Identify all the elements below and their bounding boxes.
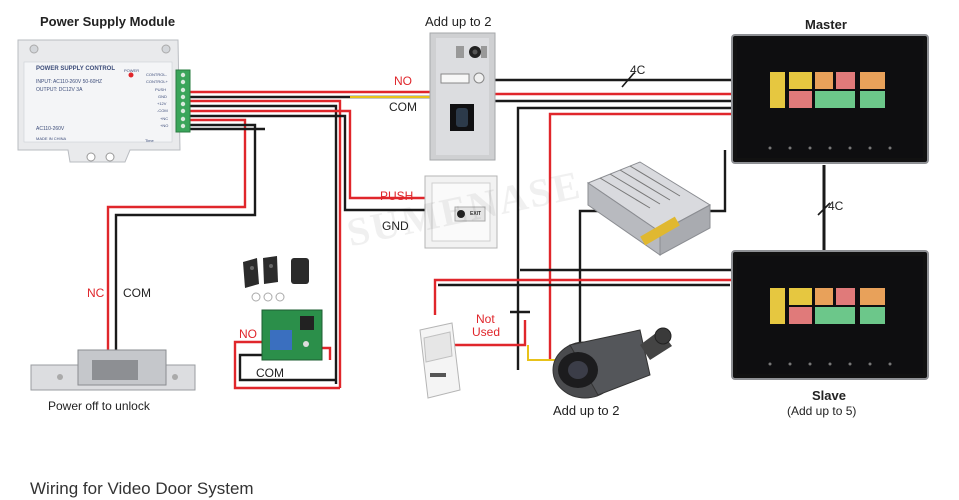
psu-time-label: Time [145, 138, 154, 143]
wire-red-pir [433, 278, 735, 315]
wire-red-relay-no [233, 340, 340, 390]
pir-sensor [419, 322, 461, 399]
wire-label-nc: NC [87, 286, 105, 300]
power-supply-module [17, 39, 191, 163]
psu-terminal-3: GND [158, 94, 167, 99]
door-station [429, 32, 496, 161]
psu-made: MADE IN CHINA [36, 136, 67, 141]
wire-label-gnd: GND [382, 219, 409, 233]
wire-label-not: Not [476, 312, 495, 326]
wire-label-com-relay: COM [256, 366, 284, 380]
wire-black-relay-com [238, 353, 336, 382]
electric-strike-lock [30, 349, 196, 391]
exit-button-text: EXIT [470, 211, 482, 217]
psu-input: INPUT: AC110-260V 50-60HZ [36, 79, 103, 85]
wire-red-psu-3 [190, 109, 428, 200]
diagram-caption: Wiring for Video Door System [30, 479, 254, 498]
psu-model: AC110-260V [36, 126, 65, 132]
wire-label-4c-mid: 4C [828, 199, 844, 213]
psu-terminal-4: +12V [157, 101, 167, 106]
psu-power-label: POWER [124, 68, 140, 73]
remote-controls [243, 256, 309, 302]
slash-4c-top [621, 72, 635, 88]
psu-terminal-0: CONTROL- [146, 72, 167, 77]
wire-label-4c-top: 4C [630, 63, 646, 77]
wire-black-lock [114, 123, 257, 350]
power-supply-module-label: Power Supply Module [40, 14, 176, 29]
power-off-to-unlock-label: Power off to unlock [48, 399, 150, 413]
slave-monitor [731, 250, 929, 380]
wire-label-com-top: COM [389, 100, 417, 114]
wire-black-psu-3 [190, 114, 428, 212]
add-up-to-2-station-label: Add up to 2 [425, 14, 492, 29]
add-up-to-2-camera-label: Add up to 2 [553, 403, 620, 418]
psu-terminal-1: CONTROL+ [146, 79, 168, 84]
slash-4c-mid [817, 202, 831, 216]
psu-terminal-6: +NC [160, 116, 169, 121]
wire-black-psu-2 [190, 104, 338, 384]
psu-terminal-5: -COM [157, 108, 168, 113]
wire-red-lock [106, 118, 247, 350]
master-label: Master [805, 17, 847, 32]
psu-title: POWER SUPPLY CONTROL [36, 66, 116, 72]
wire-red-relay-right [320, 346, 332, 360]
wire-label-com-lock: COM [123, 286, 151, 300]
wire-red-psu-2 [190, 99, 342, 388]
wire-label-no-relay: NO [239, 327, 257, 341]
psu-terminal-2: PUSH [155, 87, 167, 92]
slave-label: Slave [812, 388, 846, 403]
wire-red-camera-master [548, 112, 735, 360]
wire-black-camera-master [516, 106, 735, 370]
wire-label-used: Used [472, 325, 501, 339]
psu-terminal-7: +NO [160, 123, 169, 128]
wire-yellow-notused [527, 345, 555, 361]
wire-label-no-top: NO [394, 74, 412, 88]
power-adapter [586, 161, 712, 256]
wire-label-push: PUSH [380, 189, 414, 203]
slave-sub-label: (Add up to 5) [787, 404, 857, 418]
relay-module [261, 309, 323, 361]
exit-button [424, 175, 498, 249]
wire-red-notused [455, 320, 527, 347]
master-monitor [731, 34, 929, 164]
psu-output: OUTPUT: DC12V 3A [36, 87, 83, 93]
bullet-camera [552, 327, 672, 399]
